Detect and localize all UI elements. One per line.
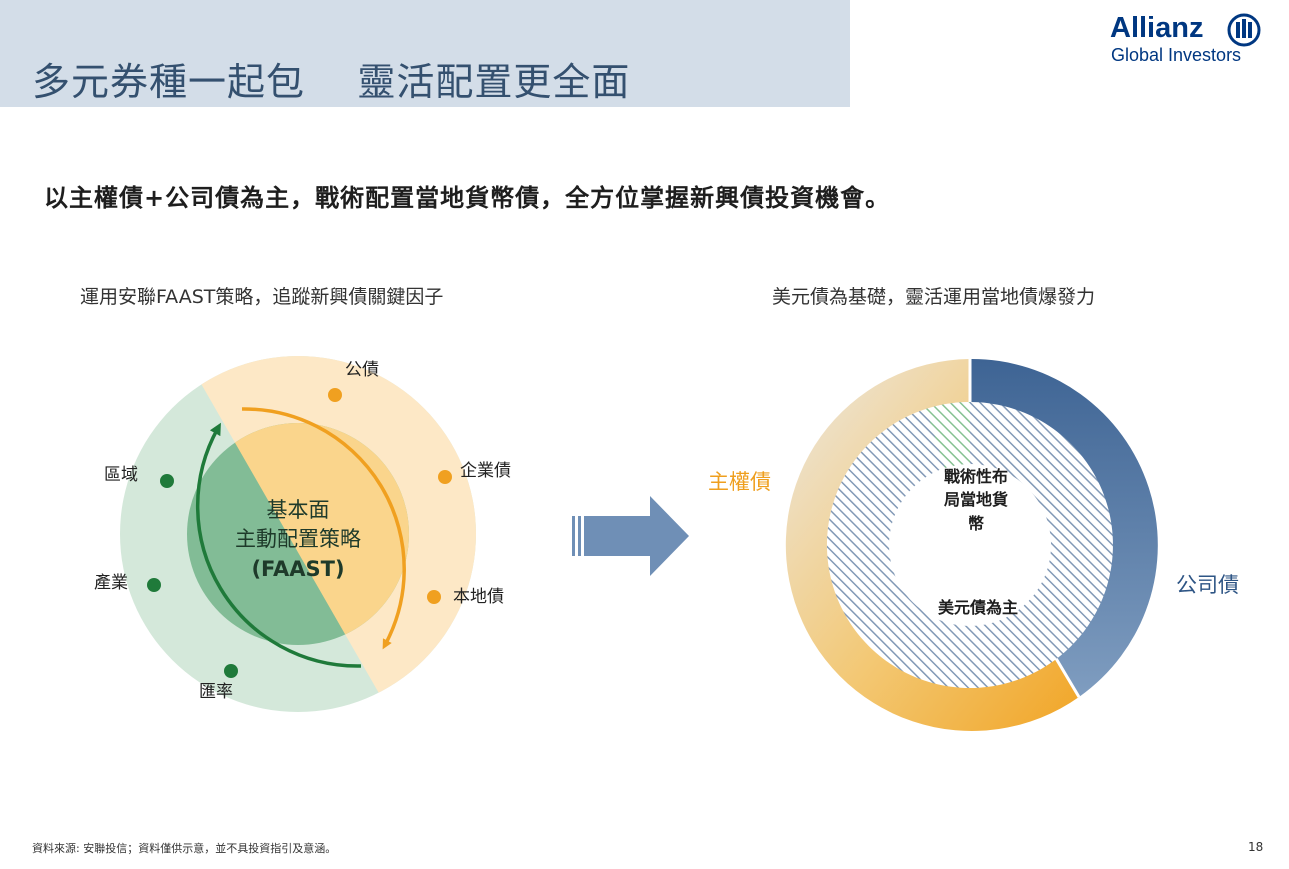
inner-top-line-1: 戰術性布 [944, 467, 1008, 486]
dot-gongzhai [328, 388, 342, 402]
title-band [0, 0, 850, 107]
center-line-2: 主動配置策略 [235, 527, 361, 551]
donut-divider-bottom [1052, 654, 1081, 698]
allianz-eagle-icon [1227, 13, 1261, 47]
page-title: 多元券種一起包 靈活配置更全面 [32, 60, 631, 104]
right-arrow-icon [572, 496, 689, 576]
dot-chanye [147, 578, 161, 592]
label-gongzhai: 公債 [345, 360, 379, 380]
donut-corporate-segment [970, 358, 1158, 697]
orange-arc [241, 407, 406, 650]
label-qiyezhai: 企業債 [460, 461, 511, 481]
donut-sovereign-segment [785, 359, 1079, 731]
allocation-donut-diagram: 主權債 公司債 戰術性布 局當地貨 幣 美元債為主 [572, 358, 1239, 731]
page-number: 18 [1248, 840, 1264, 854]
inner-usd-ring [826, 402, 1113, 688]
inner-bottom-label: 美元債為主 [938, 598, 1018, 617]
logo-brand: Allianz [1110, 12, 1204, 44]
headline: 以主權債+公司債為主，戰術配置當地貨幣債，全方位掌握新興債投資機會。 [44, 184, 891, 212]
green-arc [195, 422, 362, 668]
inner-local-currency-segment [926, 402, 970, 468]
footer-source: 資料來源: 安聯投信；資料僅供示意，並不具投資指引及意涵。 [32, 842, 337, 855]
allianz-logo: Allianz Global Investors [1100, 8, 1270, 68]
center-line-1: 基本面 [267, 498, 330, 522]
label-huilv: 匯率 [199, 682, 233, 702]
faast-diagram: 基本面 主動配置策略 (FAAST) 公債 企業債 本地債 區域 產業 匯率 [94, 356, 511, 712]
left-subtitle: 運用安聯FAAST策略，追蹤新興債關鍵因子 [80, 286, 444, 308]
outer-orange-half [184, 356, 476, 712]
label-sovereign: 主權債 [708, 470, 771, 494]
dot-huilv [224, 664, 238, 678]
label-quyu: 區域 [104, 465, 138, 485]
dot-bendizhai [427, 590, 441, 604]
inner-top-line-3: 幣 [968, 514, 984, 533]
inner-white-core [890, 465, 1050, 625]
label-chanye: 產業 [94, 573, 128, 593]
logo-subtitle: Global Investors [1111, 45, 1242, 65]
inner-top-line-2: 局當地貨 [944, 490, 1008, 509]
right-subtitle: 美元債為基礎，靈活運用當地債爆發力 [772, 286, 1096, 308]
dot-quyu [160, 474, 174, 488]
label-corporate: 公司債 [1176, 573, 1239, 597]
label-bendizhai: 本地債 [453, 587, 504, 607]
dot-qiyezhai [438, 470, 452, 484]
center-line-3: (FAAST) [251, 557, 344, 581]
inner-disc [187, 423, 409, 645]
